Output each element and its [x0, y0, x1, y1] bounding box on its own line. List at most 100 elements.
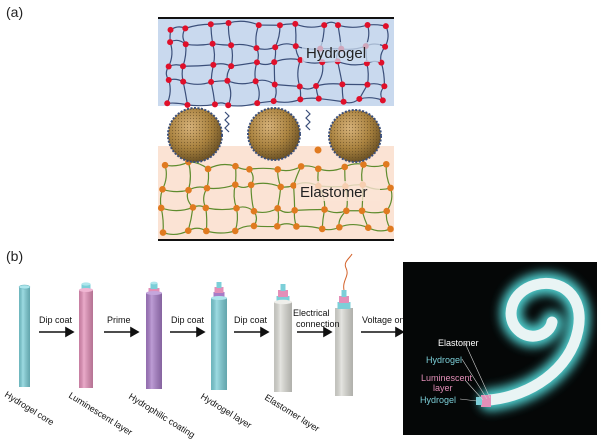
- crosslink-node: [167, 39, 174, 46]
- crosslink-node: [209, 40, 216, 47]
- crosslink-node: [321, 22, 328, 29]
- crosslink-node: [202, 204, 210, 212]
- tube-hydrophilic-coating: [146, 281, 162, 389]
- crosslink-node: [291, 207, 299, 214]
- crosslink-node: [225, 102, 232, 109]
- tube-elastomer-layer: [274, 284, 292, 392]
- crosslink-node: [356, 95, 363, 102]
- crosslink-node: [379, 97, 386, 104]
- crosslink-node: [273, 222, 281, 230]
- crosslink-node: [364, 81, 371, 88]
- particle-2: [247, 107, 301, 161]
- glowing-fiber: [484, 278, 585, 406]
- crosslink-node: [313, 82, 320, 89]
- tube-luminescent-layer: [79, 282, 93, 388]
- crosslink-node: [184, 101, 191, 108]
- crosslink-node: [343, 207, 350, 215]
- crosslink-node: [254, 100, 261, 107]
- tube-hydrogel-layer: [211, 282, 227, 390]
- interface-node: [314, 146, 322, 154]
- crosslink-node: [292, 20, 299, 27]
- particle-1: [167, 107, 223, 163]
- crosslink-node: [185, 186, 192, 194]
- crosslink-node: [336, 223, 343, 231]
- crosslink-node: [180, 78, 187, 85]
- crosslink-node: [274, 205, 281, 212]
- crosslink-node: [252, 78, 259, 85]
- process-arrows: [39, 326, 405, 338]
- crosslink-node: [157, 204, 165, 212]
- polymer-chain: [273, 62, 276, 85]
- arrow-label-voltage-on: Voltage on: [362, 315, 405, 325]
- photo-label-hydrogel-outer: Hydrogel: [426, 355, 462, 365]
- crosslink-node: [270, 98, 277, 105]
- electrical-wire: [343, 253, 353, 291]
- crosslink-node: [315, 95, 322, 102]
- crosslink-node: [290, 182, 297, 189]
- crosslink-node: [387, 225, 394, 233]
- crosslink-node: [360, 161, 367, 168]
- photo-label-elastomer: Elastomer: [438, 338, 479, 348]
- arrow-label-prime: Prime: [107, 315, 131, 325]
- polymer-chain: [253, 225, 278, 228]
- crosslink-node: [297, 57, 304, 64]
- crosslink-node: [271, 59, 278, 66]
- crosslink-node: [335, 22, 342, 29]
- crosslink-node: [247, 181, 255, 189]
- spring-2: [305, 109, 311, 131]
- crosslink-node: [387, 184, 394, 192]
- crosslink-node: [253, 59, 260, 66]
- tube-hydrogel-core: [18, 284, 31, 387]
- crosslink-node: [382, 43, 389, 50]
- crosslink-node: [297, 163, 305, 170]
- crosslink-node: [180, 63, 187, 70]
- crosslink-node: [314, 165, 322, 173]
- step-label-hydrogel-layer: Hydrogel layer: [199, 391, 254, 430]
- crosslink-node: [182, 25, 189, 32]
- crosslink-node: [231, 227, 239, 235]
- crosslink-node: [211, 101, 218, 108]
- fiber-end-luminescent: [481, 395, 491, 407]
- photo-leader-lines: [459, 342, 491, 402]
- crosslink-node: [341, 163, 349, 171]
- elastomer-label: Elastomer: [300, 184, 368, 201]
- crosslink-node: [204, 165, 212, 173]
- crosslink-node: [381, 83, 388, 90]
- hydrogel-label-bg: [302, 42, 380, 62]
- crosslink-node: [228, 63, 235, 70]
- photo-label-hydrogel-inner: Hydrogel: [420, 395, 456, 405]
- crosslink-node: [293, 223, 300, 230]
- crosslink-node: [274, 166, 282, 173]
- crosslink-node: [292, 43, 299, 50]
- crosslink-node: [210, 61, 217, 68]
- step-label-hydrogel-core: Hydrogel core: [3, 389, 56, 427]
- arrow-label-dip-coat-3: Dip coat: [234, 315, 268, 325]
- crosslink-node: [203, 227, 210, 235]
- crosslink-node: [364, 22, 371, 29]
- crosslink-node: [167, 26, 174, 33]
- polymer-chain: [294, 23, 297, 47]
- crosslink-node: [276, 22, 283, 29]
- spring-1: [224, 111, 230, 133]
- step-label-hydrophilic-coating: Hydrophilic coating: [127, 391, 197, 440]
- crosslink-node: [189, 204, 197, 211]
- crosslink-node: [253, 45, 260, 52]
- crosslink-node: [297, 96, 304, 103]
- tube-electrical-connection: [335, 253, 353, 396]
- fiber-end-hydrogel: [476, 397, 482, 405]
- particle-3: [328, 109, 382, 163]
- crosslink-node: [232, 162, 239, 170]
- crosslink-node: [340, 98, 347, 105]
- arrow-label-dip-coat-1: Dip coat: [39, 315, 73, 325]
- crosslink-node: [159, 229, 167, 236]
- crosslink-node: [159, 185, 166, 193]
- crosslink-node: [208, 78, 215, 85]
- panel-b-diagram: Dip coat Prime Dip coat Dip coat Electri…: [3, 253, 597, 440]
- crosslink-node: [382, 160, 390, 168]
- crosslink-node: [382, 23, 389, 30]
- crosslink-node: [182, 41, 189, 48]
- elastomer-label-bg: [296, 181, 380, 201]
